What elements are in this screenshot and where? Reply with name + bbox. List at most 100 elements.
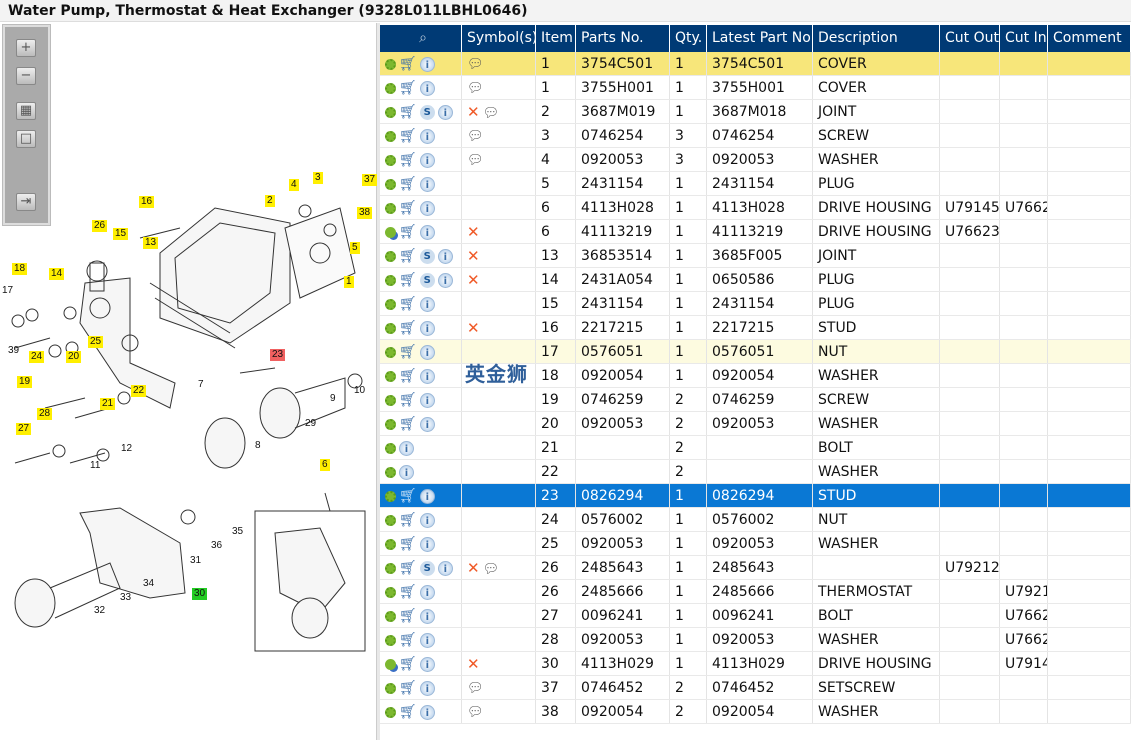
settings-gear-icon[interactable] xyxy=(385,58,396,70)
info-icon[interactable]: i xyxy=(419,296,435,312)
cart-icon[interactable]: 🛒︎ xyxy=(399,176,417,192)
cart-icon[interactable]: 🛒︎ xyxy=(399,344,417,360)
callout-35[interactable]: 35 xyxy=(232,526,244,537)
settings-gear-icon[interactable] xyxy=(385,202,396,214)
info-icon[interactable]: i xyxy=(419,632,435,648)
info-icon[interactable]: i xyxy=(419,416,435,432)
column-header-parts-no[interactable]: Parts No. xyxy=(576,25,670,52)
cart-icon[interactable]: 🛒︎ xyxy=(399,272,417,288)
settings-gear-icon[interactable] xyxy=(385,178,396,190)
cart-icon[interactable]: 🛒︎ xyxy=(399,104,417,120)
info-icon[interactable]: i xyxy=(419,536,435,552)
settings-gear-icon[interactable] xyxy=(385,394,396,406)
note-bubble-icon[interactable]: 💬︎ xyxy=(467,81,484,96)
settings-gear-icon[interactable] xyxy=(385,466,396,478)
find-in-diagram-icon[interactable]: ⌕ xyxy=(419,30,427,46)
settings-gear-icon[interactable] xyxy=(385,250,396,262)
settings-gear-icon[interactable] xyxy=(385,106,396,118)
settings-gear-icon[interactable] xyxy=(385,274,396,286)
note-bubble-icon[interactable]: 💬︎ xyxy=(467,681,484,696)
cart-icon[interactable]: 🛒︎ xyxy=(399,152,417,168)
info-icon[interactable]: i xyxy=(419,608,435,624)
settings-gear-icon[interactable] xyxy=(385,82,396,94)
note-bubble-icon[interactable]: 💬︎ xyxy=(482,562,500,577)
cart-icon[interactable]: 🛒︎ xyxy=(399,320,417,336)
callout-9[interactable]: 9 xyxy=(330,393,336,404)
column-header-symbol-s[interactable]: Symbol(s) xyxy=(462,25,536,52)
settings-gear-icon[interactable] xyxy=(385,538,396,550)
note-bubble-icon[interactable]: 💬︎ xyxy=(467,705,484,720)
column-header-description[interactable]: Description xyxy=(813,25,940,52)
supersession-icon[interactable]: S xyxy=(419,272,435,288)
callout-23[interactable]: 23 xyxy=(270,349,286,361)
discontinued-x-icon[interactable]: ✕ xyxy=(467,319,480,337)
callout-17[interactable]: 17 xyxy=(2,285,14,296)
supersession-icon[interactable]: S xyxy=(419,104,435,120)
settings-gear-icon[interactable] xyxy=(385,490,396,502)
cart-icon[interactable]: 🛒︎ xyxy=(399,680,417,696)
callout-3[interactable]: 3 xyxy=(313,172,323,184)
note-bubble-icon[interactable]: 💬︎ xyxy=(467,153,484,168)
info-icon[interactable]: i xyxy=(419,152,435,168)
callout-16[interactable]: 16 xyxy=(139,196,155,208)
note-bubble-icon[interactable]: 💬︎ xyxy=(467,129,484,144)
callout-4[interactable]: 4 xyxy=(289,179,299,191)
callout-10[interactable]: 10 xyxy=(354,385,366,396)
cart-icon[interactable]: 🛒︎ xyxy=(399,704,417,720)
discontinued-x-icon[interactable]: ✕ xyxy=(467,103,480,121)
supersession-icon[interactable]: S xyxy=(419,248,435,264)
callout-2[interactable]: 2 xyxy=(265,195,275,207)
callout-7[interactable]: 7 xyxy=(198,379,204,390)
info-icon[interactable]: i xyxy=(419,392,435,408)
supersession-icon[interactable]: S xyxy=(419,560,435,576)
settings-gear-icon[interactable] xyxy=(385,346,396,358)
exploded-parts-diagram[interactable] xyxy=(0,23,376,740)
callout-5[interactable]: 5 xyxy=(350,242,360,254)
settings-gear-icon[interactable] xyxy=(385,706,396,718)
cart-icon[interactable]: 🛒︎ xyxy=(399,56,417,72)
column-header-comment[interactable]: Comment xyxy=(1048,25,1131,52)
settings-gear-icon[interactable] xyxy=(385,370,396,382)
callout-13[interactable]: 13 xyxy=(143,237,159,249)
settings-gear-icon[interactable] xyxy=(385,682,396,694)
cart-icon[interactable]: 🛒︎ xyxy=(399,584,417,600)
callout-39[interactable]: 39 xyxy=(8,345,20,356)
zoom-out-button[interactable]: − xyxy=(16,67,36,85)
settings-gear-icon[interactable] xyxy=(385,610,396,622)
info-icon[interactable]: i xyxy=(419,488,435,504)
cart-icon[interactable]: 🛒︎ xyxy=(399,80,417,96)
callout-22[interactable]: 22 xyxy=(131,385,147,397)
cart-icon[interactable]: 🛒︎ xyxy=(399,392,417,408)
info-icon[interactable]: i xyxy=(419,344,435,360)
info-icon[interactable]: i xyxy=(419,80,435,96)
callout-11[interactable]: 11 xyxy=(90,460,101,471)
cart-icon[interactable]: 🛒︎ xyxy=(399,224,417,240)
column-header-find[interactable]: ⌕ xyxy=(380,25,462,52)
discontinued-x-icon[interactable]: ✕ xyxy=(467,655,480,673)
cart-icon[interactable]: 🛒︎ xyxy=(399,128,417,144)
callout-21[interactable]: 21 xyxy=(100,398,116,410)
settings-gear-icon[interactable] xyxy=(385,298,396,310)
info-icon[interactable]: i xyxy=(419,680,435,696)
callout-25[interactable]: 25 xyxy=(88,336,104,348)
callout-36[interactable]: 36 xyxy=(211,540,223,551)
export-button[interactable]: ⇥ xyxy=(16,193,36,211)
cart-icon[interactable]: 🛒︎ xyxy=(399,656,417,672)
callout-27[interactable]: 27 xyxy=(16,423,32,435)
settings-gear-icon[interactable] xyxy=(385,442,396,454)
